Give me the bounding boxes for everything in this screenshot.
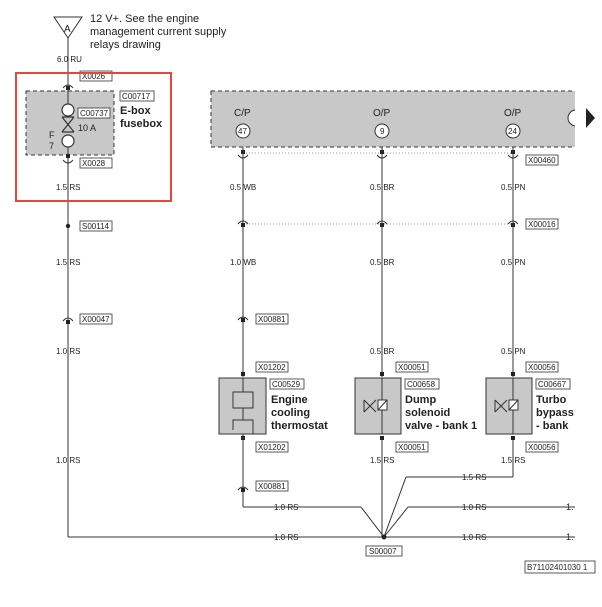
wire-label-b2: 1.0 WB: [230, 258, 256, 267]
supply-note-line-3: relays drawing: [90, 39, 161, 51]
connector-x00881-upper: X00881: [258, 315, 286, 324]
wire-label-a3: 1.0 RS: [56, 347, 80, 356]
wire-label-a4: 1.0 RS: [56, 456, 80, 465]
thermostat-name-line-2: cooling: [271, 407, 310, 419]
fusebox-name-line-2: fusebox: [120, 118, 163, 130]
connector-x0028: X0028: [62, 154, 113, 169]
connector-x01202-top: X01202: [258, 363, 286, 372]
highlight-box: [15, 72, 172, 202]
wire-label-b1: 0.5 WB: [230, 183, 256, 192]
splice-s00007: S00007: [369, 547, 397, 556]
thermostat-component: [218, 377, 267, 435]
fusebox: C00737 10 A F 7: [25, 86, 115, 160]
ecu-pin-label-3: O/P: [504, 108, 522, 119]
turbo-bypass-name-line-2: bypass: [536, 407, 574, 419]
fuse-code: C00737: [80, 109, 109, 118]
connector-x00047: X00047: [62, 313, 113, 325]
ecu-pin-number-3: 24: [508, 127, 517, 136]
supply-letter: A: [64, 24, 71, 35]
connector-x00016: X00016: [528, 220, 556, 229]
ecu-pin-number-1: 47: [238, 127, 247, 136]
diagram-id: B71102401030 1: [527, 563, 588, 572]
thermostat-name-line-1: Engine: [271, 394, 308, 406]
svg-text:X0026: X0026: [82, 72, 106, 81]
svg-text:X0028: X0028: [82, 159, 106, 168]
wire-label-top: 6.0 RU: [57, 55, 82, 64]
ecu-connectors: [237, 150, 519, 159]
wire-label-c1: 0.5 BR: [370, 183, 395, 192]
connector-x00051-bottom: X00051: [398, 443, 426, 452]
cut-off-glyph-2: 1.: [566, 532, 574, 542]
ecu-pin-number-2: 9: [380, 127, 385, 136]
turbo-bypass-code: C00667: [538, 380, 567, 389]
connector-x00881-lower: X00881: [258, 482, 286, 491]
connector-x0046: X00460: [528, 156, 556, 165]
dump-solenoid-component: [354, 377, 402, 435]
ecu-pin-label-1: C/P: [234, 108, 251, 119]
svg-text:X00047: X00047: [82, 315, 110, 324]
fuse-rating: 10 A: [78, 123, 96, 133]
cut-off-glyph-1: 1.: [566, 502, 574, 512]
wire-label-e5: 1.0 RS: [274, 533, 298, 542]
wire-label-e2: 1.0 RS: [274, 503, 298, 512]
wire-label-e1: 1.5 RS: [462, 473, 486, 482]
splice-dot: [381, 534, 387, 540]
dump-solenoid-name-line-3: valve - bank 1: [405, 420, 477, 432]
fuse-letter: F: [49, 130, 55, 140]
supply-symbol: A: [53, 16, 83, 39]
wire-label-d1: 0.5 PN: [501, 183, 526, 192]
fuse-number: 7: [49, 141, 54, 151]
fusebox-connector-code: C00717: [122, 92, 151, 101]
fusebox-name-line-1: E-box: [120, 105, 151, 117]
connector-x00056-top: X00056: [528, 363, 556, 372]
ecu-pin-label-2: O/P: [373, 108, 391, 119]
connector-x01202-bottom: X01202: [258, 443, 286, 452]
wire-label-d3: 0.5 PN: [501, 347, 526, 356]
wire-label-a2: 1.5 RS: [56, 258, 80, 267]
connector-x00051-top: X00051: [398, 363, 426, 372]
wire-label-c2: 0.5 BR: [370, 258, 395, 267]
wire-label-c3: 0.5 BR: [370, 347, 395, 356]
turbo-bypass-name-line-1: Turbo: [536, 394, 567, 406]
wire-label-e4: 1.0 RS: [462, 533, 486, 542]
ecu-box: [210, 90, 575, 148]
dump-solenoid-code: C00658: [407, 380, 436, 389]
supply-note-line-1: 12 V+. See the engine: [90, 13, 199, 25]
turbo-bypass-name-line-3: - bank: [536, 420, 569, 432]
turbo-bypass-component: [485, 377, 533, 435]
supply-note-line-2: management current supply: [90, 26, 227, 38]
wire-label-a1: 1.5 RS: [56, 183, 80, 192]
thermostat-code: C00529: [272, 380, 301, 389]
wire-label-e3: 1.0 RS: [462, 503, 486, 512]
wire-label-d2: 0.5 PN: [501, 258, 526, 267]
continuation-arrow-icon: [586, 108, 595, 128]
connector-x00056-bottom: X00056: [528, 443, 556, 452]
dump-solenoid-name-line-1: Dump: [405, 394, 436, 406]
dump-solenoid-name-line-2: solenoid: [405, 407, 450, 419]
splice-s00114: S00114: [82, 222, 110, 231]
thermostat-name-line-3: thermostat: [271, 420, 328, 432]
